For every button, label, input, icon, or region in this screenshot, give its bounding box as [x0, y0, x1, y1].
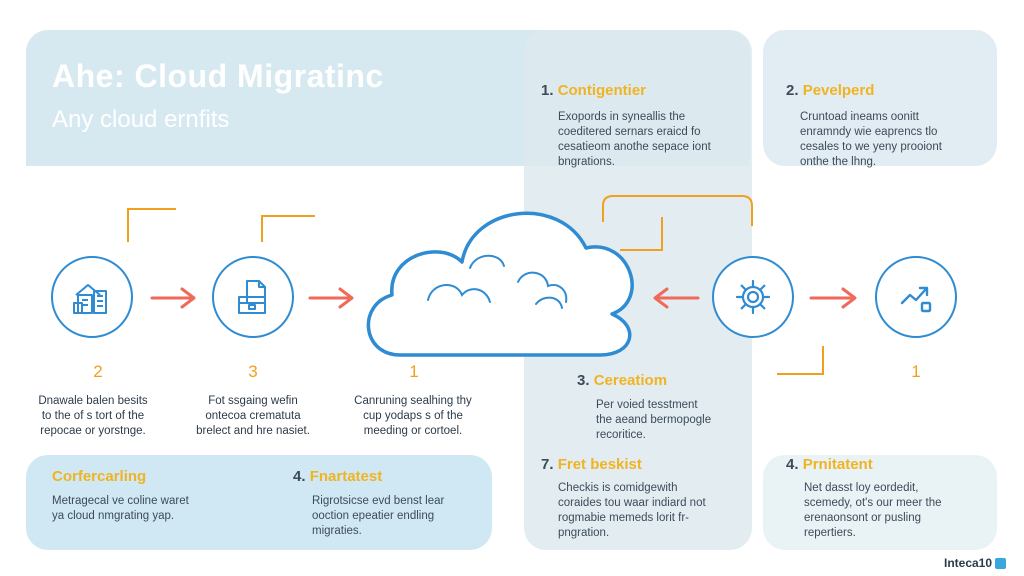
step-gear-node [712, 256, 794, 338]
page-title: Ahe: Cloud Migratinc [52, 58, 384, 94]
step-number: 3 [248, 362, 258, 381]
card-top-right-body: Cruntoad ineams oonitt enramndy wie eapr… [800, 111, 942, 168]
card-mid-center-body: Per voied tesstment the aeand bermopogle… [596, 399, 712, 441]
card-bottom-right-heading: 4. Prnitatent [786, 456, 873, 473]
brand-logo: Inteca10 [944, 556, 1007, 570]
card-top-mid-body: Exopords in syneallis the coeditered ser… [558, 111, 711, 168]
document-box-icon [238, 280, 266, 314]
gear-icon [735, 279, 771, 315]
top-right-card [763, 30, 997, 166]
step-caption: Fot ssgaing wefin ontecoa crematuta brel… [196, 395, 310, 437]
card-bottom-mid-body: Checkis is comidgewith coraides tou waar… [558, 482, 706, 539]
step-number: 1 [911, 362, 921, 381]
step-caption: Dnawale balen besits to the of s tort of… [38, 395, 148, 437]
trend-chart-icon [900, 286, 932, 313]
bracket-line [127, 208, 176, 242]
arrow-right-icon [308, 287, 354, 309]
step-number: 2 [93, 362, 103, 381]
bracket-line [620, 217, 663, 251]
bracket-line [261, 215, 315, 242]
card-bottom-left-b-body: Rigrotsicse evd benst lear ooction epeat… [312, 495, 445, 537]
card-bottom-left-a-body: Metragecal ve coline waret ya cloud nmgr… [52, 495, 189, 522]
step-chart-node [875, 256, 957, 338]
bottom-right-card [763, 455, 997, 550]
card-bottom-left-b-heading: 4. Fnartatest [293, 468, 383, 485]
step-number: 1 [409, 362, 419, 381]
cloud-icon [366, 211, 634, 357]
arrow-left-icon [653, 287, 700, 309]
arrow-right-icon [809, 287, 857, 309]
card-bottom-left-a-heading: Corfercarling [52, 468, 147, 485]
card-top-right-heading: 2. Pevelperd [786, 82, 875, 99]
card-bottom-mid-heading: 7. Fret beskist [541, 456, 642, 473]
card-top-mid-heading: 1. Contigentier [541, 82, 647, 99]
step-document-node [212, 256, 294, 338]
step-buildings-node [51, 256, 133, 338]
card-mid-center-heading: 3. Cereatiom [577, 372, 668, 389]
bracket-line [602, 195, 753, 226]
bracket-line [777, 346, 824, 375]
page-subtitle: Any cloud ernfits [52, 106, 230, 133]
arrow-right-icon [150, 287, 196, 309]
buildings-icon [73, 284, 107, 314]
logo-mark-icon [995, 557, 1007, 569]
step-caption: Canruning sealhing thy cup yodaps s of t… [354, 395, 472, 437]
bottom-left-card [26, 455, 492, 550]
card-bottom-right-body: Net dasst loy eordedit, scemedy, ot's ou… [804, 482, 942, 539]
